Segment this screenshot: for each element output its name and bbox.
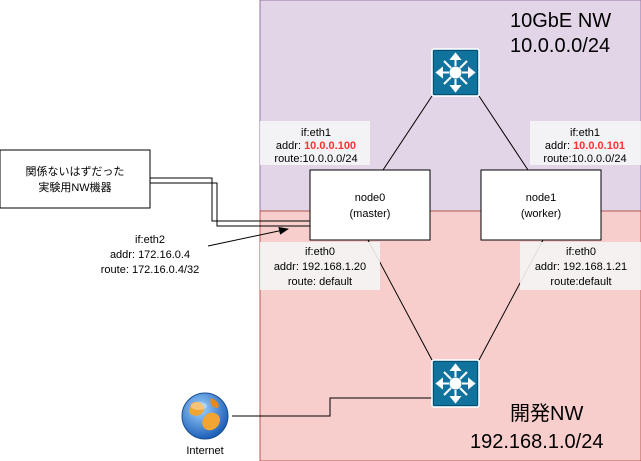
node0-eth0-if: if:eth0	[305, 246, 335, 258]
node0-eth1-if: if:eth1	[301, 127, 331, 139]
node0-eth1-addr: addr: 10.0.0.100	[276, 140, 356, 152]
network-switch-icon[interactable]	[431, 48, 480, 97]
node0-box[interactable]	[309, 169, 431, 241]
external-device-box[interactable]	[0, 149, 151, 209]
label-bg-node1-eth1	[530, 121, 641, 165]
network-switch-icon[interactable]	[431, 359, 480, 408]
node0-name: node0	[355, 192, 386, 204]
node0-role: (master)	[350, 208, 391, 220]
label-bg-node1-eth0	[520, 242, 641, 290]
label-bg-node0-eth0	[260, 242, 380, 290]
network-cidr-10gbe: 10.0.0.0/24	[510, 35, 610, 57]
node0-eth2-addr: addr: 172.16.0.4	[110, 249, 190, 261]
node0-eth0-route: route: default	[288, 276, 352, 288]
node1-eth0-if: if:eth0	[566, 246, 596, 258]
internet-label: Internet	[186, 445, 223, 457]
link-internet-switch-bottom	[232, 397, 432, 417]
node1-box[interactable]	[480, 169, 602, 241]
network-title-10gbe: 10GbE NW	[510, 10, 611, 32]
node0-eth2-if: if:eth2	[135, 234, 165, 246]
node1-eth1-addr: addr: 10.0.0.101	[545, 140, 625, 152]
links	[150, 95, 544, 417]
link-switch-top-node1	[478, 95, 529, 171]
globe-icon[interactable]	[181, 392, 229, 440]
label-bg-node0-eth1	[260, 121, 370, 165]
node1-eth0-addr: addr: 192.168.1.21	[535, 261, 627, 273]
node0-eth1-route: route:10.0.0.0/24	[274, 153, 357, 165]
external-device-line1: 関係ないはずだった	[26, 165, 125, 178]
node1-role: (worker)	[521, 208, 561, 220]
eth2-pointer-arrow	[207, 226, 289, 247]
node1-name: node1	[526, 192, 557, 204]
node0-eth0-addr: addr: 192.168.1.20	[274, 261, 366, 273]
link-switch-top-node0	[382, 95, 433, 171]
node1-eth0-route: route:default	[550, 276, 611, 288]
external-device-line2: 実験用NW機器	[38, 180, 111, 194]
node1-eth1-route: route:10.0.0.0/24	[543, 153, 626, 165]
node1-eth1-if: if:eth1	[570, 127, 600, 139]
link-external-device-node0-a	[150, 177, 310, 222]
network-cidr-dev: 192.168.1.0/24	[470, 431, 603, 453]
network-title-dev: 開発NW	[510, 402, 583, 425]
node0-eth2-route: route: 172.16.0.4/32	[101, 264, 199, 276]
link-external-device-node0-b	[150, 182, 310, 227]
